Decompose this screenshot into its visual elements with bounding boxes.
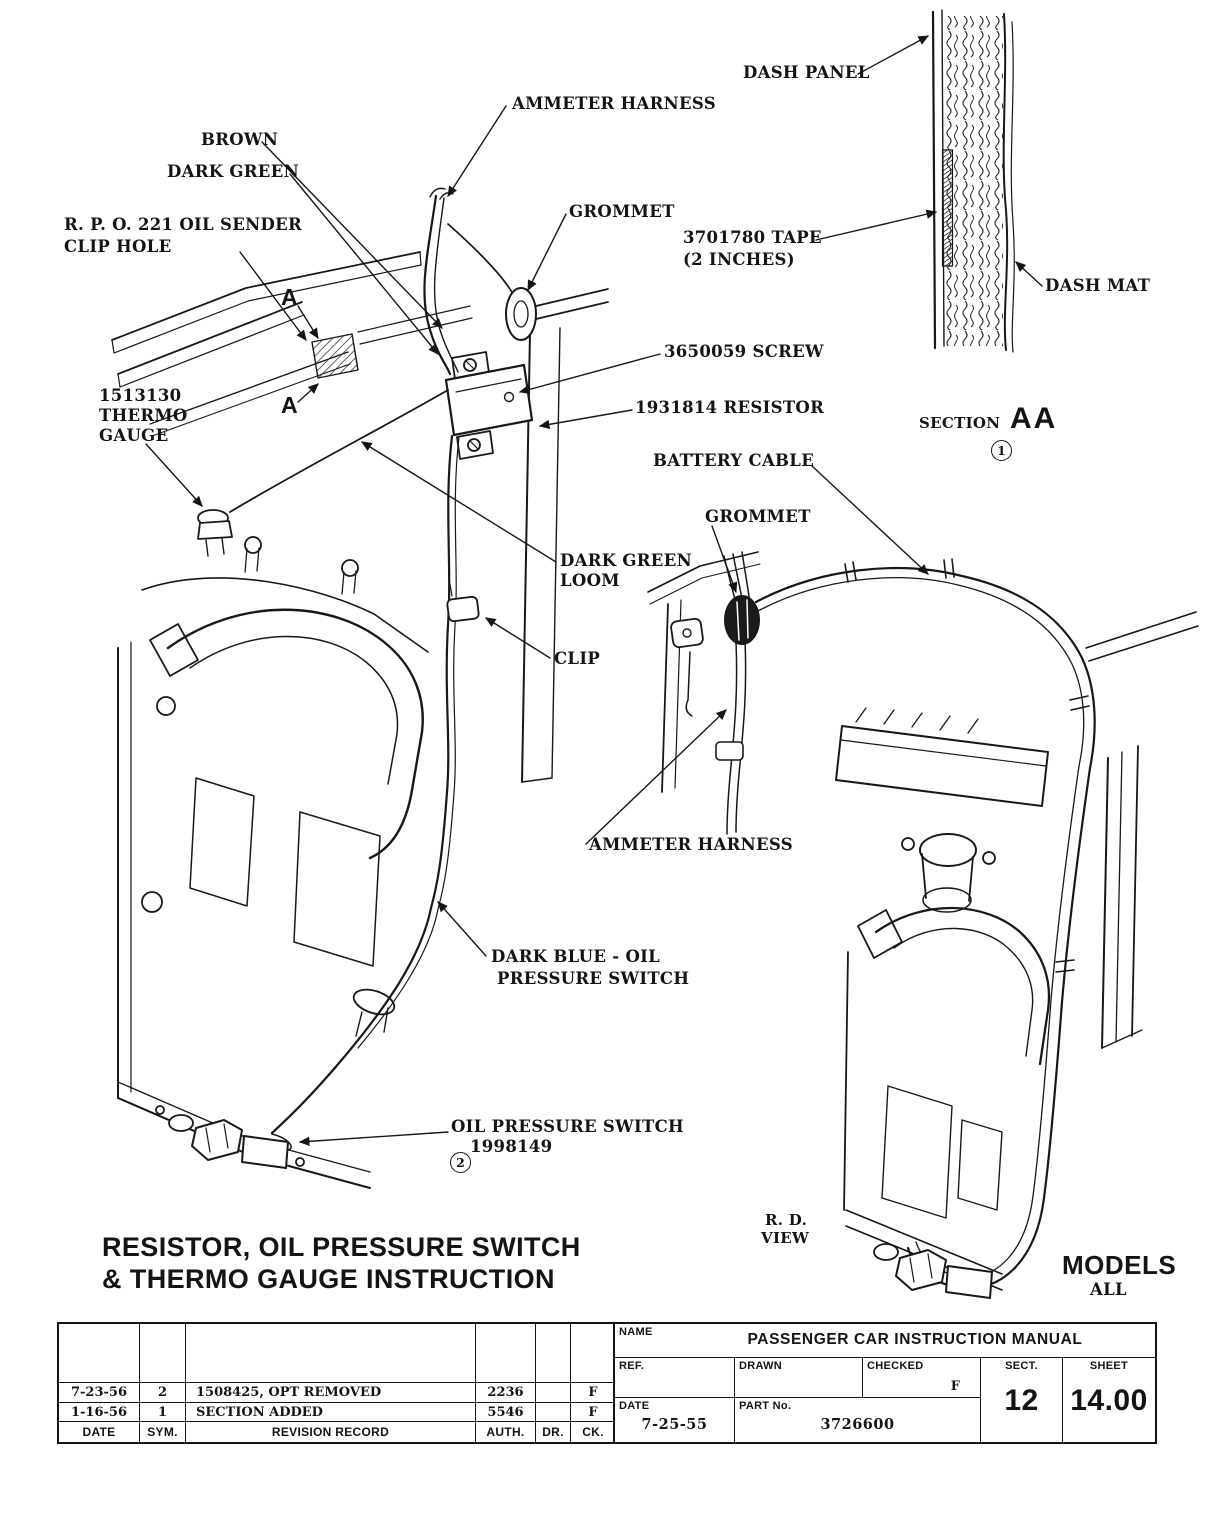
date-value: 7-25-55 (641, 1416, 708, 1433)
label-thermo-line1: 1513130 (99, 386, 182, 405)
part-value: 3726600 (820, 1416, 895, 1433)
name-cell: NAME PASSENGER CAR INSTRUCTION MANUAL (615, 1324, 1155, 1358)
label-clip: CLIP (554, 649, 601, 668)
label-loom-line1: DARK GREEN (560, 551, 692, 570)
resistor-assembly (444, 351, 534, 460)
label-brown: BROWN (201, 130, 279, 149)
sect-cell: SECT. 12 (981, 1358, 1063, 1442)
label-ammeter-harness-top: AMMETER HARNESS (512, 94, 716, 113)
date-label: DATE (619, 1400, 650, 1412)
checked-cell: CHECKED F (863, 1358, 981, 1398)
rev-blank-ck (570, 1324, 615, 1382)
label-battery-cable: BATTERY CABLE (653, 451, 815, 470)
checked-label: CHECKED (867, 1360, 924, 1372)
rev-blank-sym (139, 1324, 185, 1382)
sect-value: 12 (1004, 1384, 1039, 1417)
label-oil-switch-line2: 1998149 (470, 1137, 553, 1156)
label-models: MODELS (1062, 1250, 1177, 1280)
rev-row1-record: SECTION ADDED (185, 1402, 475, 1421)
name-label: NAME (619, 1326, 653, 1338)
label-tape-line1: 3701780 TAPE (683, 228, 822, 247)
drawing-title-line2: & THERMO GAUGE INSTRUCTION (102, 1264, 555, 1294)
label-rpo-sender-line1: R. P. O. 221 OIL SENDER (64, 215, 302, 234)
rev-row1-auth: 5546 (475, 1402, 535, 1421)
dash-panel-cross-section (931, 9, 1015, 353)
date-cell: DATE 7-25-55 (615, 1398, 735, 1442)
drawing-title-line1: RESISTOR, OIL PRESSURE SWITCH (102, 1232, 581, 1262)
part-cell: PART No. 3726600 (735, 1398, 981, 1442)
rev-row0-sym: 2 (139, 1382, 185, 1402)
manual-name: PASSENGER CAR INSTRUCTION MANUAL (747, 1331, 1083, 1348)
sect-label: SECT. (1005, 1360, 1038, 1372)
rev-row1-date: 1-16-56 (59, 1402, 139, 1421)
section-marker-a-top: A (281, 284, 298, 310)
rev-row0-ck: F (570, 1382, 615, 1402)
rev-blank-dr (535, 1324, 570, 1382)
engine-left (117, 536, 429, 1189)
rev-row1-sym: 1 (139, 1402, 185, 1421)
label-loom-line2: LOOM (560, 571, 620, 590)
rev-blank-date (59, 1324, 139, 1382)
rev-header-auth: AUTH. (475, 1421, 535, 1442)
thermo-gauge-unit (197, 389, 449, 557)
label-rd-view-line2: VIEW (761, 1229, 810, 1247)
label-rpo-sender-line2: CLIP HOLE (64, 237, 172, 256)
part-label: PART No. (739, 1400, 792, 1412)
drawn-label: DRAWN (739, 1360, 783, 1372)
label-grommet-right: GROMMET (705, 507, 811, 526)
label-thermo-line2: THERMO (99, 406, 188, 425)
rev-header-record: REVISION RECORD (185, 1421, 475, 1442)
label-models-all: ALL (1090, 1280, 1127, 1299)
oil-pressure-switch-left (168, 1114, 292, 1169)
sheet-value: 14.00 (1070, 1384, 1148, 1417)
rev-header-sym: SYM. (139, 1421, 185, 1442)
rev-row0-dr (535, 1382, 570, 1402)
oil-switch-callout-2: 2 (450, 1152, 471, 1173)
section-callout-1: 1 (991, 440, 1012, 461)
rev-row0-record: 1508425, OPT REMOVED (185, 1382, 475, 1402)
checked-value: F (950, 1379, 960, 1394)
rev-row0-date: 7-23-56 (59, 1382, 139, 1402)
label-dark-green: DARK GREEN (167, 162, 299, 181)
label-dark-blue-line2: PRESSURE SWITCH (497, 969, 690, 988)
section-marker-a-bottom: A (281, 392, 298, 418)
label-resistor: 1931814 RESISTOR (635, 398, 825, 417)
title-block: 7-23-56 2 1508425, OPT REMOVED 2236 F 1-… (57, 1322, 1157, 1444)
section-cut-patch (311, 333, 359, 379)
label-rd-view-line1: R. D. (765, 1211, 808, 1229)
title-block-right: NAME PASSENGER CAR INSTRUCTION MANUAL RE… (615, 1324, 1155, 1442)
rev-header-date: DATE (59, 1421, 139, 1442)
revision-table: 7-23-56 2 1508425, OPT REMOVED 2236 F 1-… (59, 1324, 615, 1442)
rd-view (647, 551, 1199, 1299)
label-dark-blue-line1: DARK BLUE - OIL (491, 947, 661, 966)
rev-header-ck: CK. (570, 1421, 615, 1442)
rev-header-dr: DR. (535, 1421, 570, 1442)
label-screw: 3650059 SCREW (664, 342, 824, 361)
label-tape-line2: (2 INCHES) (683, 250, 795, 269)
label-oil-switch-line1: OIL PRESSURE SWITCH (451, 1117, 684, 1136)
ref-label: REF. (619, 1360, 645, 1372)
label-dash-mat: DASH MAT (1045, 276, 1151, 295)
label-grommet-top: GROMMET (569, 202, 675, 221)
rev-blank-auth (475, 1324, 535, 1382)
leader-lines (145, 35, 1043, 1147)
label-section-id: AA (1010, 402, 1058, 435)
sheet-label: SHEET (1089, 1360, 1129, 1372)
label-ammeter-harness-right: AMMETER HARNESS (589, 835, 793, 854)
drawn-cell: DRAWN (735, 1358, 863, 1398)
rev-row0-auth: 2236 (475, 1382, 535, 1402)
label-thermo-line3: GAUGE (99, 426, 169, 445)
ref-cell: REF. (615, 1358, 735, 1398)
wire-clip (446, 583, 480, 623)
rev-blank-record (185, 1324, 475, 1382)
sheet-cell: SHEET 14.00 (1063, 1358, 1155, 1442)
label-section: SECTION (919, 414, 1001, 432)
label-dash-panel: DASH PANEL (743, 63, 870, 82)
rev-row1-dr (535, 1402, 570, 1421)
rev-row1-ck: F (570, 1402, 615, 1421)
